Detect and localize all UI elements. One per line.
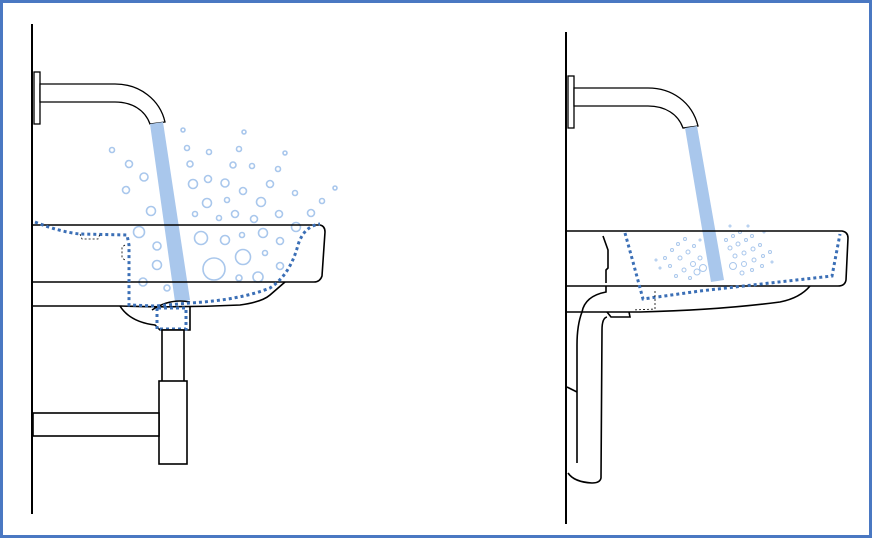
small-bubbles (654, 224, 774, 280)
drain-channel (632, 291, 656, 311)
faucet-icon (567, 75, 699, 129)
dotted-bowl-outline (623, 232, 842, 301)
concealed-drain-pipe (566, 311, 608, 484)
splash-bubbles (108, 127, 338, 292)
washbasin (32, 224, 326, 331)
right-panel (565, 32, 849, 524)
dotted-bowl-outline (34, 220, 321, 308)
dotted-drain-outline (155, 306, 188, 331)
overflow-marker (79, 233, 101, 240)
faucet-icon (33, 71, 166, 125)
overflow-channel (121, 244, 126, 261)
water-stream (150, 122, 190, 302)
water-stream (685, 126, 724, 282)
bottle-trap (32, 329, 188, 465)
washbasin (566, 230, 849, 318)
left-panel (31, 24, 338, 514)
